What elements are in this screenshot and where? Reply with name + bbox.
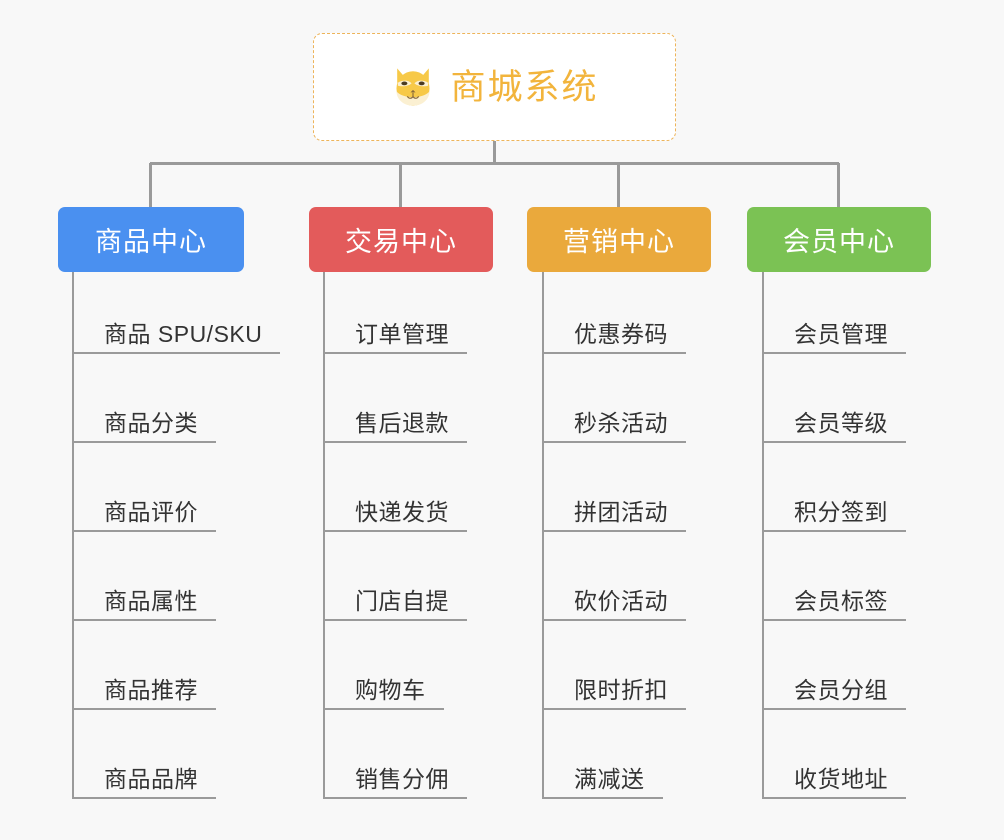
leaf-item-label: 商品 SPU/SKU: [72, 322, 281, 354]
leaf-item-label: 拼团活动: [542, 500, 686, 532]
leaf-item[interactable]: 门店自提: [323, 539, 467, 628]
leaf-item-label: 快递发货: [323, 500, 467, 532]
leaf-column-trade: 订单管理 售后退款 快递发货 门店自提 购物车 销售分佣: [323, 272, 467, 806]
leaf-item[interactable]: 商品属性: [72, 539, 280, 628]
leaf-column-product: 商品 SPU/SKU 商品分类 商品评价 商品属性 商品推荐 商品品牌: [72, 272, 281, 806]
leaf-item-label: 收货地址: [762, 767, 906, 799]
leaf-column-marketing: 优惠券码 秒杀活动 拼团活动 砍价活动 限时折扣 满减送: [542, 272, 686, 806]
leaf-item[interactable]: 快递发货: [323, 450, 467, 539]
root-node[interactable]: 商城系统: [313, 33, 676, 141]
leaf-column-stem: [72, 272, 74, 799]
category-box-member[interactable]: 会员中心: [747, 207, 931, 272]
leaf-item[interactable]: 商品品牌: [72, 717, 280, 806]
leaf-item[interactable]: 会员分组: [762, 628, 906, 717]
leaf-item[interactable]: 秒杀活动: [542, 361, 686, 450]
leaf-item-label: 满减送: [542, 767, 663, 799]
leaf-item-label: 商品分类: [72, 411, 216, 443]
leaf-item[interactable]: 优惠券码: [542, 272, 686, 361]
leaf-item-label: 砍价活动: [542, 589, 686, 621]
leaf-item[interactable]: 售后退款: [323, 361, 467, 450]
leaf-item[interactable]: 商品分类: [72, 361, 280, 450]
shiba-dog-face-icon: [396, 68, 431, 106]
leaf-item[interactable]: 商品评价: [72, 450, 280, 539]
leaf-item[interactable]: 限时折扣: [542, 628, 686, 717]
leaf-item[interactable]: 满减送: [542, 717, 686, 806]
leaf-item-label: 销售分佣: [323, 767, 467, 799]
leaf-item-label: 售后退款: [323, 411, 467, 443]
leaf-item[interactable]: 商品推荐: [72, 628, 280, 717]
leaf-item-label: 购物车: [323, 678, 444, 710]
leaf-item[interactable]: 会员管理: [762, 272, 906, 361]
leaf-item[interactable]: 砍价活动: [542, 539, 686, 628]
leaf-item-label: 商品品牌: [72, 767, 216, 799]
leaf-item[interactable]: 商品 SPU/SKU: [72, 272, 281, 361]
leaf-item[interactable]: 会员等级: [762, 361, 906, 450]
leaf-item[interactable]: 销售分佣: [323, 717, 467, 806]
category-box-product[interactable]: 商品中心: [58, 207, 244, 272]
leaf-item-label: 会员标签: [762, 589, 906, 621]
leaf-item-label: 商品属性: [72, 589, 216, 621]
leaf-column-stem: [762, 272, 764, 799]
category-box-trade[interactable]: 交易中心: [309, 207, 493, 272]
leaf-column-member: 会员管理 会员等级 积分签到 会员标签 会员分组 收货地址: [762, 272, 906, 806]
leaf-item-label: 商品推荐: [72, 678, 216, 710]
leaf-item-label: 商品评价: [72, 500, 216, 532]
category-box-marketing[interactable]: 营销中心: [527, 207, 711, 272]
leaf-column-stem: [323, 272, 325, 799]
leaf-item-label: 秒杀活动: [542, 411, 686, 443]
leaf-item[interactable]: 拼团活动: [542, 450, 686, 539]
leaf-item[interactable]: 收货地址: [762, 717, 906, 806]
leaf-item-label: 会员管理: [762, 322, 906, 354]
leaf-item-label: 限时折扣: [542, 678, 686, 710]
leaf-item-label: 门店自提: [323, 589, 467, 621]
leaf-item-label: 会员分组: [762, 678, 906, 710]
leaf-item[interactable]: 积分签到: [762, 450, 906, 539]
leaf-item-label: 积分签到: [762, 500, 906, 532]
leaf-item[interactable]: 购物车: [323, 628, 467, 717]
leaf-item[interactable]: 订单管理: [323, 272, 467, 361]
leaf-column-stem: [542, 272, 544, 799]
root-title: 商城系统: [450, 67, 599, 107]
leaf-item-label: 优惠券码: [542, 322, 686, 354]
leaf-item[interactable]: 会员标签: [762, 539, 906, 628]
leaf-item-label: 订单管理: [323, 322, 467, 354]
leaf-item-label: 会员等级: [762, 411, 906, 443]
